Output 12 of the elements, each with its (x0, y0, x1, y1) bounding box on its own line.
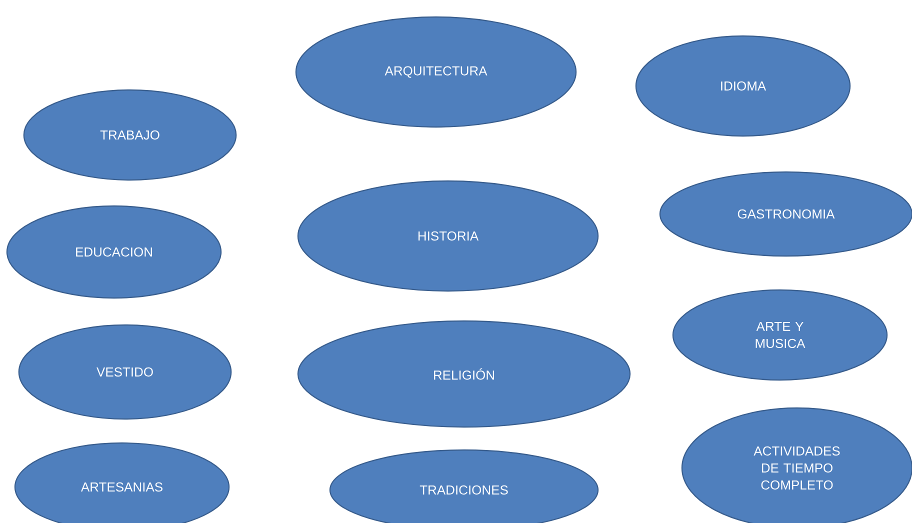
ellipse-node: ARTE Y MUSICA (672, 289, 888, 381)
ellipse-node: ARQUITECTURA (295, 16, 577, 128)
ellipse-node: GASTRONOMIA (659, 171, 912, 257)
ellipse-node: VESTIDO (18, 324, 232, 420)
ellipse-node: ACTIVIDADES DE TIEMPO COMPLETO (681, 407, 912, 523)
ellipse-node: TRABAJO (23, 89, 237, 181)
ellipse-node: IDIOMA (635, 35, 851, 137)
ellipse-node: EDUCACION (6, 205, 222, 299)
ellipse-node: HISTORIA (297, 180, 599, 292)
ellipse-node: RELIGIÓN (297, 320, 631, 428)
ellipse-node: ARTESANIAS (14, 442, 230, 523)
ellipse-node: TRADICIONES (329, 449, 599, 523)
